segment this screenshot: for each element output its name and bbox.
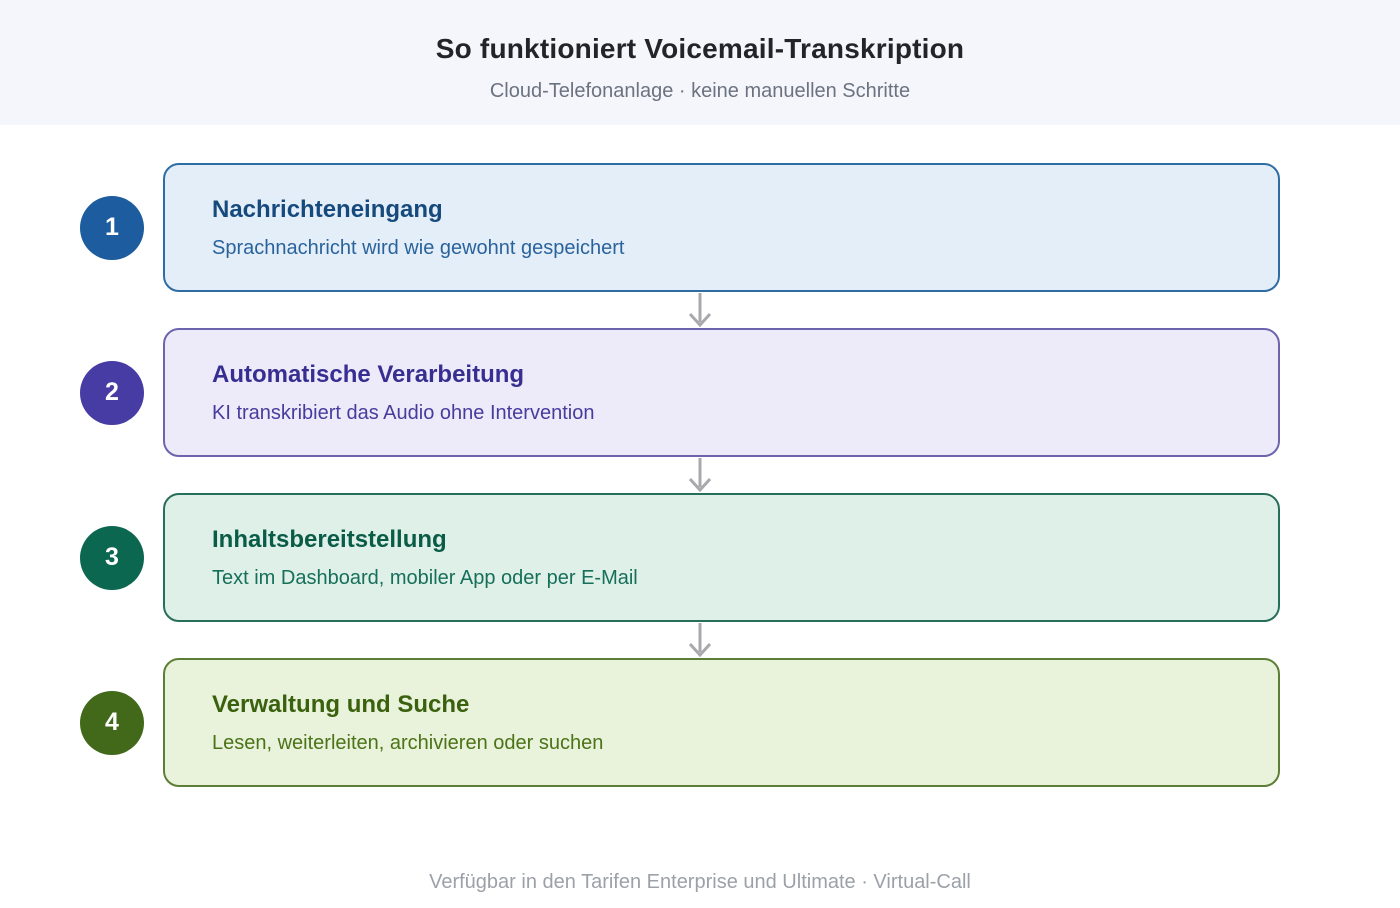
step-2-row: 2 Automatische Verarbeitung KI transkrib…: [80, 328, 1280, 457]
header: So funktioniert Voicemail-Transkription …: [0, 0, 1400, 125]
step-1-row: 1 Nachrichteneingang Sprachnachricht wir…: [80, 163, 1280, 292]
step-description: KI transkribiert das Audio ohne Interven…: [212, 401, 595, 424]
step-description: Lesen, weiterleiten, archivieren oder su…: [212, 731, 604, 754]
footer-note: Verfügbar in den Tarifen Enterprise und …: [429, 871, 971, 893]
step-title: Automatische Verarbeitung: [212, 360, 525, 388]
step-card: Automatische Verarbeitung KI transkribie…: [163, 328, 1280, 457]
step-number-badge: 1: [80, 195, 144, 260]
step-number-badge: 2: [80, 360, 144, 425]
flow-diagram: 1 Nachrichteneingang Sprachnachricht wir…: [0, 163, 1400, 787]
step-title: Verwaltung und Suche: [212, 690, 470, 718]
arrow-down-icon: [0, 622, 1400, 658]
step-card: Verwaltung und Suche Lesen, weiterleiten…: [163, 658, 1280, 787]
step-number-badge: 4: [80, 690, 144, 755]
step-card: Nachrichteneingang Sprachnachricht wird …: [163, 163, 1280, 292]
step-title: Inhaltsbereitstellung: [212, 525, 447, 553]
step-card: Inhaltsbereitstellung Text im Dashboard,…: [163, 493, 1280, 622]
step-description: Text im Dashboard, mobiler App oder per …: [212, 566, 638, 589]
arrow-down-icon: [0, 292, 1400, 328]
step-description: Sprachnachricht wird wie gewohnt gespeic…: [212, 236, 625, 259]
step-title: Nachrichteneingang: [212, 195, 443, 223]
page-title: So funktioniert Voicemail-Transkription: [435, 33, 965, 64]
step-3-row: 3 Inhaltsbereitstellung Text im Dashboar…: [80, 493, 1280, 622]
arrow-down-icon: [0, 457, 1400, 493]
step-4-row: 4 Verwaltung und Suche Lesen, weiterleit…: [80, 658, 1280, 787]
page-subtitle: Cloud-Telefonanlage · keine manuellen Sc…: [489, 80, 911, 102]
step-number-badge: 3: [80, 525, 144, 590]
